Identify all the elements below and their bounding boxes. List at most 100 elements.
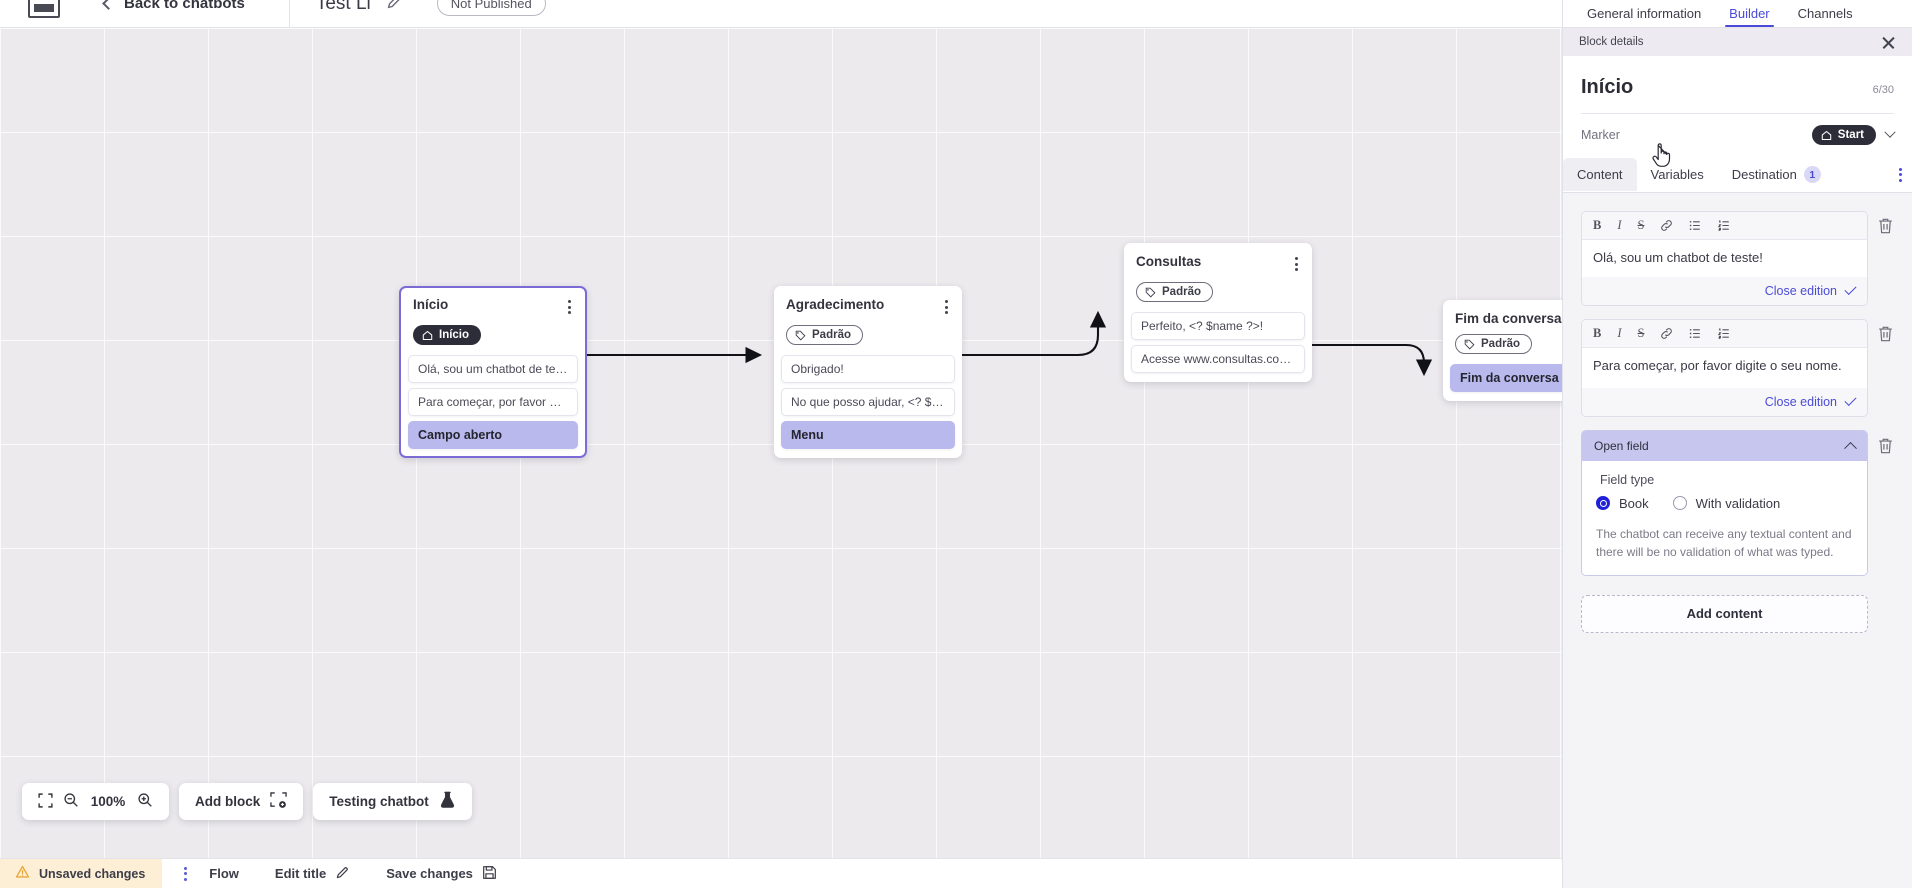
flow-node-agradecimento[interactable]: Agradecimento Padrão Obrigado! No que po… <box>774 286 962 458</box>
node-item[interactable]: Obrigado! <box>781 354 955 383</box>
trash-icon[interactable] <box>1877 437 1894 460</box>
trash-icon[interactable] <box>1877 217 1894 240</box>
node-menu-button[interactable] <box>943 297 950 317</box>
tab-destination[interactable]: Destination 1 <box>1718 157 1835 192</box>
bold-icon[interactable]: B <box>1593 218 1602 233</box>
node-tag-start: Início <box>413 325 482 345</box>
node-item[interactable]: Olá, sou um chatbot de teste! <box>408 354 578 383</box>
zoom-out-icon[interactable] <box>63 792 79 811</box>
save-changes-button[interactable]: Save changes <box>386 865 497 883</box>
edit-title-button[interactable]: Edit title <box>275 865 350 883</box>
chevron-up-icon[interactable] <box>1844 442 1857 455</box>
node-item[interactable]: Para começar, por favor digite o ... <box>408 387 578 416</box>
node-header: Agradecimento <box>774 295 962 317</box>
numbered-list-icon[interactable] <box>1718 219 1731 232</box>
add-content-button[interactable]: Add content <box>1581 594 1868 633</box>
divider <box>288 0 290 28</box>
node-items: Obrigado! No que posso ajudar, <? $name … <box>774 354 962 449</box>
rich-text-editor[interactable]: B I S <box>1581 211 1868 306</box>
node-item[interactable]: Menu <box>781 420 955 449</box>
node-items: Fim da conversa <box>1443 363 1562 392</box>
zoom-in-icon[interactable] <box>137 792 153 811</box>
bullet-list-icon[interactable] <box>1689 219 1702 232</box>
field-type-label: Field type <box>1600 472 1655 487</box>
node-item[interactable]: No que posso ajudar, <? $name ... <box>781 387 955 416</box>
node-tag-row: Início <box>401 317 585 346</box>
numbered-list-icon[interactable] <box>1718 327 1731 340</box>
destination-badge: 1 <box>1803 166 1821 183</box>
content-tabs: Content Variables Destination 1 <box>1563 157 1912 193</box>
node-item[interactable]: Campo aberto <box>408 420 578 449</box>
app-logo[interactable] <box>28 0 60 18</box>
editor-text[interactable]: Para começar, por favor digite o seu nom… <box>1582 347 1867 388</box>
chevron-left-icon <box>102 0 115 10</box>
node-tag-row: Padrão <box>774 317 962 346</box>
flow-node-consultas[interactable]: Consultas Padrão Perfeito, <? $name ?>! … <box>1124 243 1312 382</box>
link-icon[interactable] <box>1660 219 1673 232</box>
node-header: Fim da conversa <box>1443 309 1562 326</box>
block-details-header: Block details <box>1563 28 1912 56</box>
trash-icon[interactable] <box>1877 325 1894 348</box>
marker-badge-start[interactable]: Start <box>1811 125 1876 145</box>
flow-node-inicio[interactable]: Início Início Olá, sou um chatbot de tes… <box>399 286 587 458</box>
content-card: B I S <box>1581 318 1894 417</box>
tab-general-information[interactable]: General information <box>1587 6 1702 21</box>
link-icon[interactable] <box>1660 327 1673 340</box>
top-bar: Back to chatbots Test Li Not Published <box>0 0 1562 28</box>
tab-variables[interactable]: Variables <box>1637 158 1718 191</box>
pencil-icon[interactable] <box>385 0 405 16</box>
canvas-toolbar: 100% Add block <box>22 783 472 820</box>
strikethrough-icon[interactable]: S <box>1637 326 1645 341</box>
node-item[interactable]: Perfeito, <? $name ?>! <box>1131 311 1305 340</box>
tab-builder[interactable]: Builder <box>1715 6 1783 27</box>
italic-icon[interactable]: I <box>1617 326 1622 341</box>
editor-text[interactable]: Olá, sou um chatbot de teste! <box>1582 240 1867 277</box>
chatbot-title: Test Li <box>315 0 371 14</box>
block-details-body: Início 6/30 Marker Start <box>1563 56 1912 157</box>
node-tag-label: Padrão <box>1162 286 1201 298</box>
back-to-chatbots-button[interactable]: Back to chatbots <box>102 0 245 12</box>
flow-canvas[interactable]: Início Início Olá, sou um chatbot de tes… <box>0 28 1562 858</box>
close-edition-button[interactable]: Close edition <box>1764 394 1837 409</box>
italic-icon[interactable]: I <box>1617 218 1622 233</box>
close-icon[interactable] <box>1881 35 1896 50</box>
radio-with-validation[interactable]: With validation <box>1672 496 1780 511</box>
node-item[interactable]: Fim da conversa <box>1450 363 1562 392</box>
node-header: Consultas <box>1124 252 1312 274</box>
add-block-label: Add block <box>195 794 261 809</box>
rich-text-editor[interactable]: B I S <box>1581 318 1868 417</box>
node-item[interactable]: Acesse www.consultas.com par... <box>1131 344 1305 373</box>
tag-icon <box>1464 339 1475 349</box>
tab-content[interactable]: Content <box>1563 158 1637 191</box>
strikethrough-icon[interactable]: S <box>1637 218 1645 233</box>
content-more-button[interactable] <box>1889 160 1912 190</box>
bold-icon[interactable]: B <box>1593 326 1602 341</box>
node-menu-button[interactable] <box>566 297 573 317</box>
edit-title-label: Edit title <box>274 866 327 881</box>
close-edition-button[interactable]: Close edition <box>1764 283 1837 298</box>
add-block-button[interactable]: Add block <box>179 783 304 820</box>
tab-channels[interactable]: Channels <box>1797 6 1853 21</box>
zoom-controls[interactable]: 100% <box>22 783 169 820</box>
testing-chatbot-button[interactable]: Testing chatbot <box>313 783 472 820</box>
node-items: Olá, sou um chatbot de teste! Para começ… <box>401 354 585 449</box>
flow-node-fim-da-conversa[interactable]: Fim da conversa Padrão Fim da conversa <box>1443 300 1562 401</box>
chevron-down-icon[interactable] <box>1884 126 1896 138</box>
open-field-title: Open field <box>1594 438 1649 453</box>
fit-screen-icon[interactable] <box>38 792 53 811</box>
right-panel: General information Builder Channels Blo… <box>1562 0 1912 888</box>
back-to-chatbots-label: Back to chatbots <box>124 0 245 12</box>
panel-top-tabs: General information Builder Channels <box>1563 0 1912 28</box>
flow-button[interactable]: Flow <box>209 866 239 881</box>
radio-book[interactable]: Book <box>1596 496 1649 511</box>
node-menu-button[interactable] <box>1293 254 1300 274</box>
radio-dot <box>1596 496 1610 511</box>
bullet-list-icon[interactable] <box>1689 327 1702 340</box>
flow-label: Flow <box>209 866 239 881</box>
open-field-header[interactable]: Open field <box>1582 430 1867 461</box>
open-field-block[interactable]: Open field Field type Book Wi <box>1581 429 1868 576</box>
block-title: Início <box>1581 76 1634 98</box>
unsaved-changes-label: Unsaved changes <box>39 866 146 881</box>
status-more-button[interactable] <box>184 866 188 881</box>
node-tag-default: Padrão <box>1455 334 1532 354</box>
